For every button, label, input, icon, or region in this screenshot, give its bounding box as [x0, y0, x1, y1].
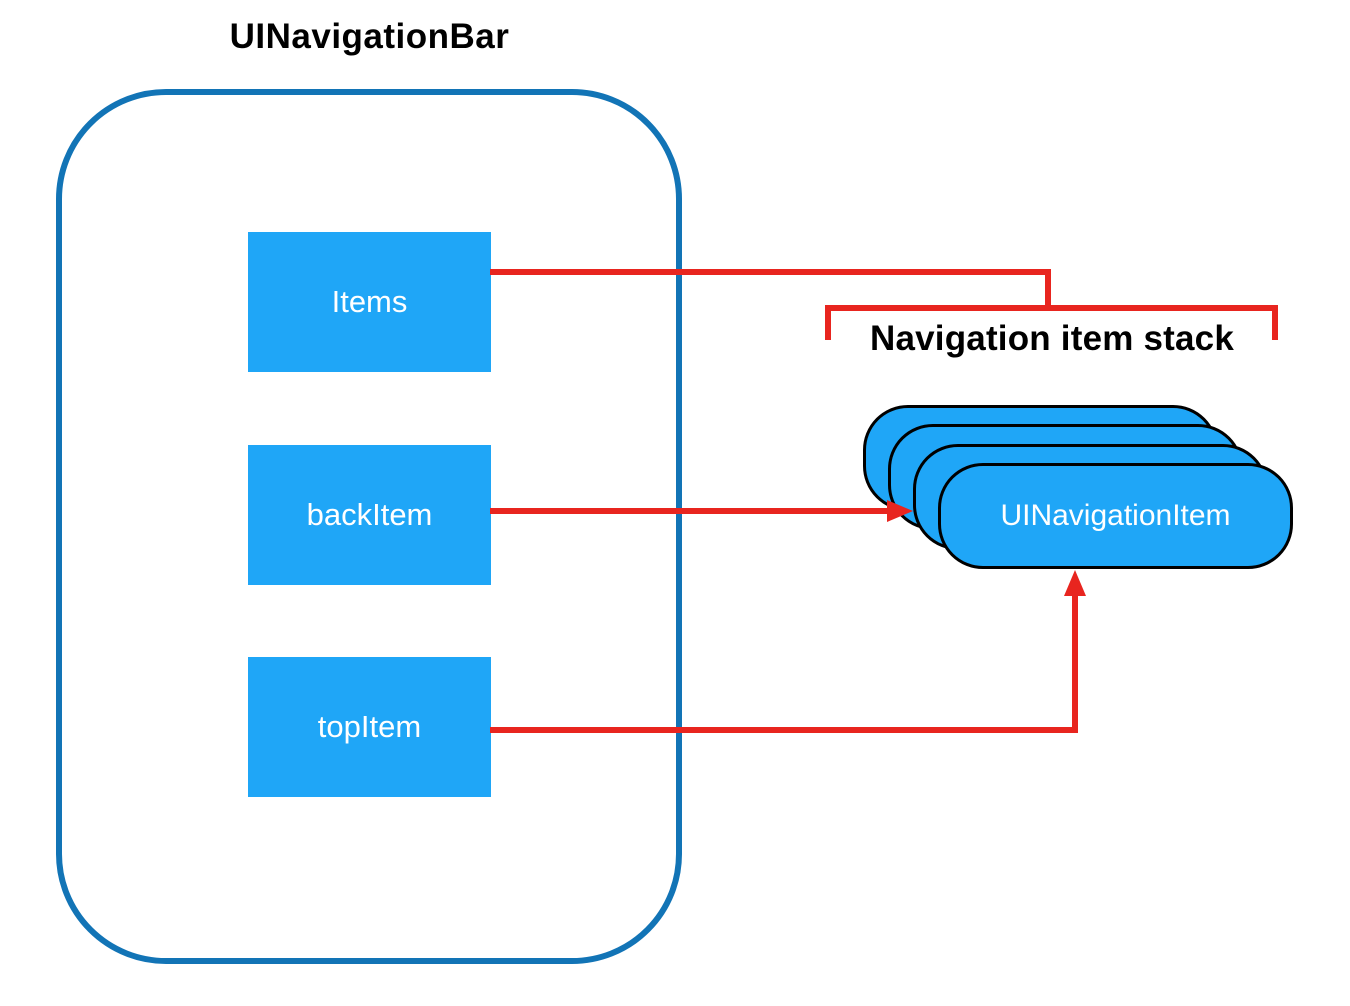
topitem-box-label: topItem: [317, 709, 422, 744]
uinavigationitem-card-front: UINavigationItem: [938, 463, 1293, 569]
backitem-box-label: backItem: [306, 497, 433, 532]
backitem-arrowhead-icon: [887, 500, 913, 522]
items-connector-horizontal: [490, 269, 1051, 275]
uinavigationitem-card-label: UINavigationItem: [1000, 499, 1231, 532]
navigation-item-stack-title: Navigation item stack: [869, 319, 1235, 358]
topitem-connector-horizontal: [490, 727, 1078, 733]
uinavigationbar-container: [56, 89, 682, 964]
topitem-connector-vertical: [1072, 594, 1078, 733]
items-box-label: Items: [331, 284, 408, 319]
topitem-box: topItem: [248, 657, 491, 797]
backitem-box: backItem: [248, 445, 491, 585]
topitem-arrowhead-icon: [1064, 570, 1086, 596]
uinavigationbar-title: UINavigationBar: [229, 17, 510, 56]
items-box: Items: [248, 232, 491, 372]
backitem-connector: [490, 508, 889, 514]
items-connector-vertical: [1045, 269, 1051, 311]
stack-bracket: [825, 305, 1278, 340]
